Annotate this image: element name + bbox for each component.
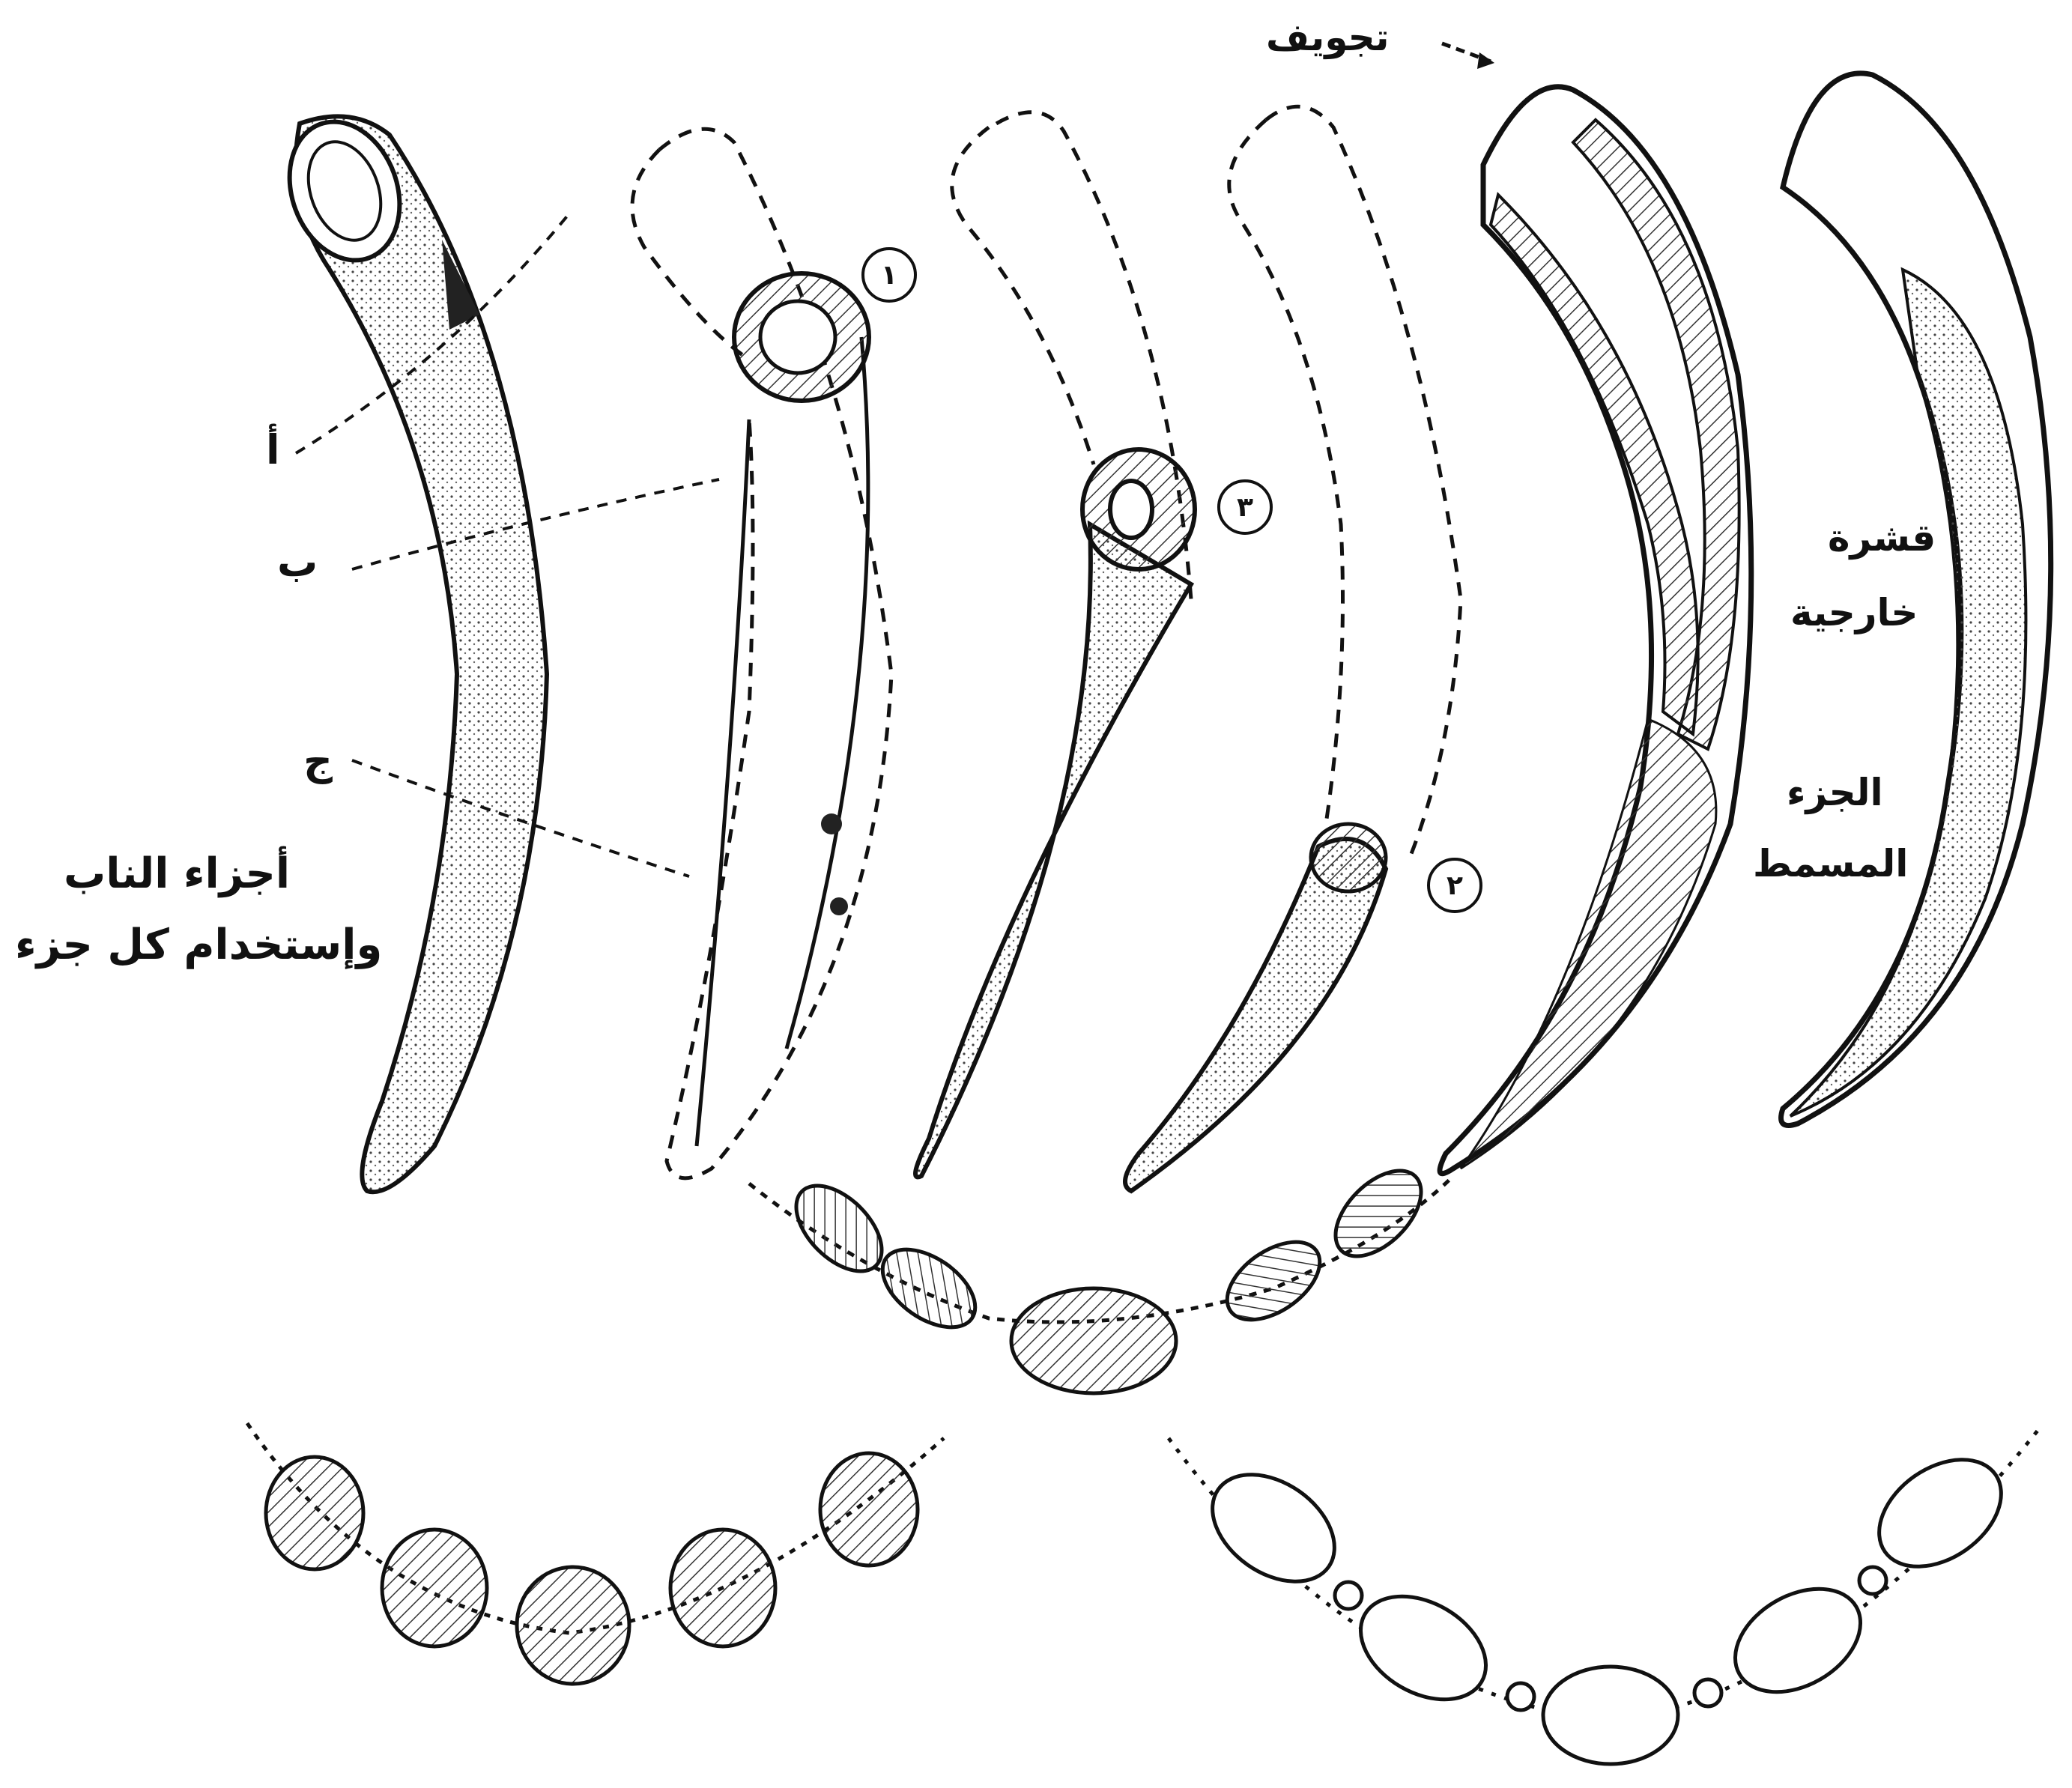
number-badge-3: ٣ xyxy=(1217,479,1273,535)
label-alif: أ xyxy=(266,427,280,473)
label-ba: ب xyxy=(277,539,318,586)
label-solid-part-2: المسمط xyxy=(1753,843,1908,886)
label-solid-part-1: الجزء xyxy=(1787,772,1883,815)
cavity-arrow xyxy=(1442,43,1494,69)
necklace-oval-beads xyxy=(1169,1431,2038,1764)
label-outer-shell-1: قشرة xyxy=(1828,517,1936,560)
number-badge-1: ١ xyxy=(861,247,917,303)
label-outer-shell-2: خارجية xyxy=(1790,592,1918,635)
necklace-spindle-beads xyxy=(749,1155,1453,1393)
tusk-cavity-section xyxy=(1440,87,1751,1174)
label-jim: ج xyxy=(303,738,333,784)
label-cavity: تجويف xyxy=(1266,16,1389,60)
tusk-tip-hollow xyxy=(915,112,1195,1178)
tusk-solid-tip xyxy=(1125,106,1461,1191)
title-line-2: وإستخدام كل جزء xyxy=(15,921,382,969)
tusk-ring-section xyxy=(632,129,891,1178)
tusk-complete xyxy=(271,106,547,1192)
necklace-round-beads xyxy=(247,1423,944,1684)
title-line-1: أجزاء الناب xyxy=(64,850,290,898)
number-badge-2: ٢ xyxy=(1427,858,1482,913)
